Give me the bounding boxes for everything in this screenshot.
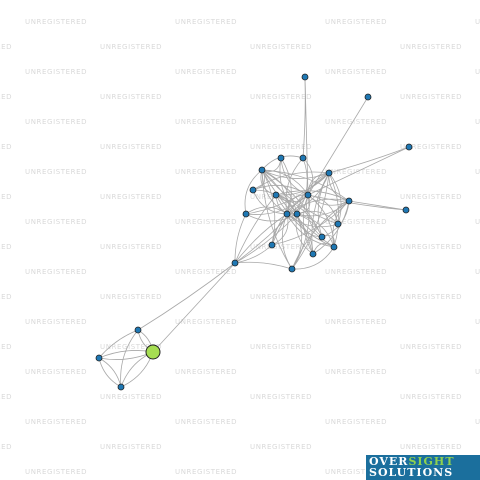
edge-n2-n3 <box>98 357 122 388</box>
edge-c3-c14 <box>261 169 293 270</box>
network-node-c3 <box>258 166 266 174</box>
network-node-c10 <box>334 220 342 228</box>
edge-c6-o3 <box>328 146 410 174</box>
logo-word-over: OVER <box>369 455 409 468</box>
logo-word-solutions: SOLUTIONS <box>369 466 454 479</box>
edge-c12-c14 <box>291 246 335 270</box>
edge-c0-c13 <box>302 194 314 255</box>
network-node-c5 <box>299 154 307 162</box>
edge-c9-c16 <box>275 190 350 202</box>
network-node-c1 <box>283 210 291 218</box>
network-node-c7 <box>249 186 257 194</box>
edge-c2-c8 <box>245 213 298 222</box>
nodes-group <box>95 73 413 391</box>
edge-focus-n2 <box>98 351 154 360</box>
edge-hub-c16 <box>234 194 277 264</box>
network-node-o3 <box>405 143 413 151</box>
edge-c6-c11 <box>271 172 330 246</box>
edge-c9-c13 <box>312 200 350 255</box>
network-node-hub <box>231 259 239 267</box>
network-node-o2 <box>364 93 372 101</box>
network-node-o1 <box>301 73 309 81</box>
network-node-n1 <box>134 326 142 334</box>
network-node-c11 <box>268 241 276 249</box>
edge-hub-c2 <box>234 213 298 264</box>
edge-c3-c6 <box>261 169 330 179</box>
edge-c3-c8 <box>244 169 263 215</box>
edge-c0-c15 <box>306 194 323 238</box>
edge-c6-c14 <box>291 172 330 270</box>
logo-line-1: OVERSIGHT <box>369 456 455 467</box>
edge-c5-o1 <box>302 76 306 159</box>
network-node-c2 <box>293 210 301 218</box>
edge-c2-c5 <box>296 157 308 215</box>
edge-hub-c11 <box>234 244 273 264</box>
network-node-c6 <box>325 169 333 177</box>
edge-c0-o4 <box>307 194 407 211</box>
edge-c3-c10 <box>261 169 339 225</box>
edge-c1-c12 <box>286 213 335 248</box>
logo-word-sight: SIGHT <box>408 455 455 468</box>
edge-hub-c14 <box>234 261 293 270</box>
edge-c6-c7 <box>252 171 330 191</box>
edge-c1-c5 <box>285 157 304 215</box>
oversight-solutions-logo: OVERSIGHT SOLUTIONS <box>366 455 480 480</box>
network-node-c13 <box>309 250 317 258</box>
edge-c9-c12 <box>332 200 350 248</box>
edge-c6-c15 <box>317 172 330 238</box>
network-node-c8 <box>242 210 250 218</box>
edge-n1-hub <box>137 262 236 331</box>
edge-c6-c12 <box>328 172 340 248</box>
edge-c3-c13 <box>261 169 314 255</box>
edge-focus-hub <box>152 262 236 353</box>
network-node-n2 <box>95 354 103 362</box>
edge-c1-c7 <box>252 189 288 215</box>
edge-c3-c12 <box>261 169 335 248</box>
network-node-c16 <box>272 191 280 199</box>
edge-n2-n3 <box>98 357 122 388</box>
edge-c6-c10 <box>328 172 342 225</box>
edge-c9-c14 <box>291 200 350 270</box>
edge-c0-o3 <box>307 146 410 196</box>
focus-node <box>145 344 161 360</box>
network-node-o4 <box>402 206 410 214</box>
edge-n1-n3 <box>120 329 139 388</box>
network-node-c9 <box>345 197 353 205</box>
logo-line-2: SOLUTIONS <box>369 467 453 478</box>
edge-c0-o2 <box>307 96 369 196</box>
network-node-c14 <box>288 265 296 273</box>
network-node-c12 <box>330 243 338 251</box>
edge-hub-c8 <box>234 213 247 264</box>
edge-n1-n2 <box>98 329 139 359</box>
edge-c9-o4 <box>348 200 407 211</box>
network-node-c4 <box>277 154 285 162</box>
edge-c6-c8 <box>245 172 330 215</box>
edge-c15-c16 <box>275 194 323 238</box>
edge-hub-c1 <box>234 213 288 264</box>
edge-c12-c16 <box>275 194 335 248</box>
network-node-n3 <box>117 383 125 391</box>
network-node-c0 <box>304 191 312 199</box>
network-node-c15 <box>318 233 326 241</box>
edges-group <box>98 76 410 388</box>
